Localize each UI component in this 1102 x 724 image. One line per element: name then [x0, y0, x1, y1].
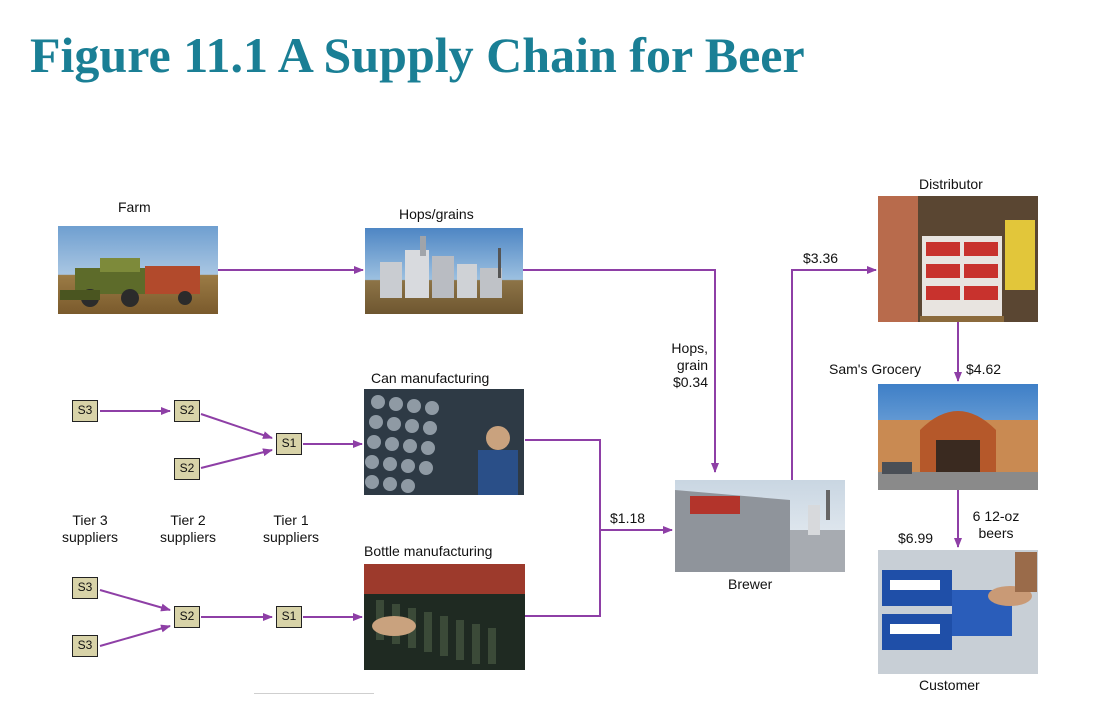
tier2-label-line1: Tier 2 [170, 512, 206, 528]
bottle-manufacturing-label: Bottle manufacturing [364, 543, 493, 559]
tier3-label-line2: suppliers [61, 529, 119, 545]
tier2-label: Tier 2 suppliers [150, 512, 226, 546]
hops-grains-photo [365, 228, 523, 314]
hops-price-line3: $0.34 [672, 374, 708, 390]
distributor-photo [878, 196, 1038, 322]
brewer-label: Brewer [728, 576, 773, 592]
supplier-s2-box: S2 [174, 458, 200, 480]
distributor-label: Distributor [919, 176, 983, 192]
tier2-label-line2: suppliers [159, 529, 217, 545]
customer-price-label: $6.99 [898, 530, 934, 546]
hops-price-line2: grain [676, 357, 708, 373]
supplier-s3-box: S3 [72, 400, 98, 422]
farm-photo [58, 226, 218, 314]
customer-photo [878, 550, 1038, 674]
supplier-s3-box: S3 [72, 635, 98, 657]
packaging-price-label: $1.18 [610, 510, 646, 526]
beers-quantity-line2: beers [978, 525, 1014, 541]
farm-label: Farm [118, 199, 151, 215]
brewer-photo [675, 480, 845, 572]
bottle-manufacturing-photo [364, 564, 525, 670]
supplier-s2-box: S2 [174, 400, 200, 422]
page-title: Figure 11.1 A Supply Chain for Beer [30, 27, 805, 83]
hops-price-label: Hops, grain $0.34 [640, 340, 708, 391]
customer-label: Customer [919, 677, 980, 693]
tier1-label-line2: suppliers [262, 529, 320, 545]
supplier-s3-box: S3 [72, 577, 98, 599]
tier1-label-line1: Tier 1 [273, 512, 309, 528]
flow-arrows [99, 266, 962, 647]
can-manufacturing-photo [364, 389, 524, 495]
tier3-label: Tier 3 suppliers [52, 512, 128, 546]
distributor-price-label: $3.36 [803, 250, 839, 266]
divider-line [254, 693, 374, 694]
grocery-price-label: $4.62 [966, 361, 1002, 377]
tier1-label: Tier 1 suppliers [253, 512, 329, 546]
supplier-s1-box: S1 [276, 606, 302, 628]
tier3-label-line1: Tier 3 [72, 512, 108, 528]
hops-price-line1: Hops, [671, 340, 708, 356]
beers-quantity-label: 6 12-oz beers [964, 508, 1028, 542]
grocery-label: Sam's Grocery [829, 361, 922, 377]
supplier-s2-box: S2 [174, 606, 200, 628]
grocery-photo [878, 384, 1038, 490]
beers-quantity-line1: 6 12-oz [972, 508, 1020, 524]
supplier-s1-box: S1 [276, 433, 302, 455]
can-manufacturing-label: Can manufacturing [371, 370, 490, 386]
hops-grains-label: Hops/grains [399, 206, 474, 222]
